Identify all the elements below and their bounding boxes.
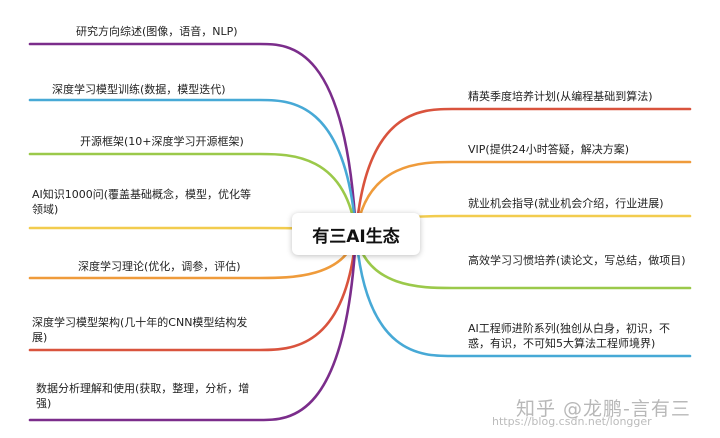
watermark-url: https://blog.csdn.net/longger xyxy=(492,415,652,428)
left-branch-7 xyxy=(28,232,358,422)
right-node-2: VIP(提供24小时答疑，解决方案) xyxy=(468,143,629,156)
left-node-2: 深度学习模型训练(数据，模型迭代) xyxy=(52,83,226,96)
left-branch-3 xyxy=(28,152,358,236)
left-node-3: 开源框架(10+深度学习开源框架) xyxy=(80,135,244,148)
left-branch-6 xyxy=(28,232,358,352)
left-node-4: AI知识1000问(覆盖基础概念，模型，优化等领域) xyxy=(32,188,252,216)
left-branch-1 xyxy=(28,42,358,236)
right-node-3: 就业机会指导(就业机会介绍，行业进展) xyxy=(468,197,664,210)
left-branch-2 xyxy=(28,98,358,236)
left-node-6: 深度学习模型架构(几十年的CNN模型结构发展) xyxy=(32,316,248,344)
right-node-1: 精英季度培养计划(从编程基础到算法) xyxy=(468,90,653,103)
left-node-7: 数据分析理解和使用(获取，整理，分析，增强) xyxy=(36,382,250,410)
right-branch-2 xyxy=(354,160,692,236)
right-node-4: 高效学习习惯培养(读论文，写总结，做项目) xyxy=(468,254,686,267)
left-node-5: 深度学习理论(优化，调参，评估) xyxy=(78,260,241,273)
right-branch-5 xyxy=(354,232,692,358)
watermark-text: 知乎 @龙鹏-言有三 xyxy=(516,398,691,420)
right-branch-1 xyxy=(354,107,692,236)
left-node-1: 研究方向综述(图像，语音，NLP) xyxy=(76,25,238,38)
right-node-5: AI工程师进阶系列(独创从白身，初识，不惑，有识，不可知5大算法工程师境界) xyxy=(468,322,671,350)
center-topic: 有三AI生态 xyxy=(292,213,420,255)
